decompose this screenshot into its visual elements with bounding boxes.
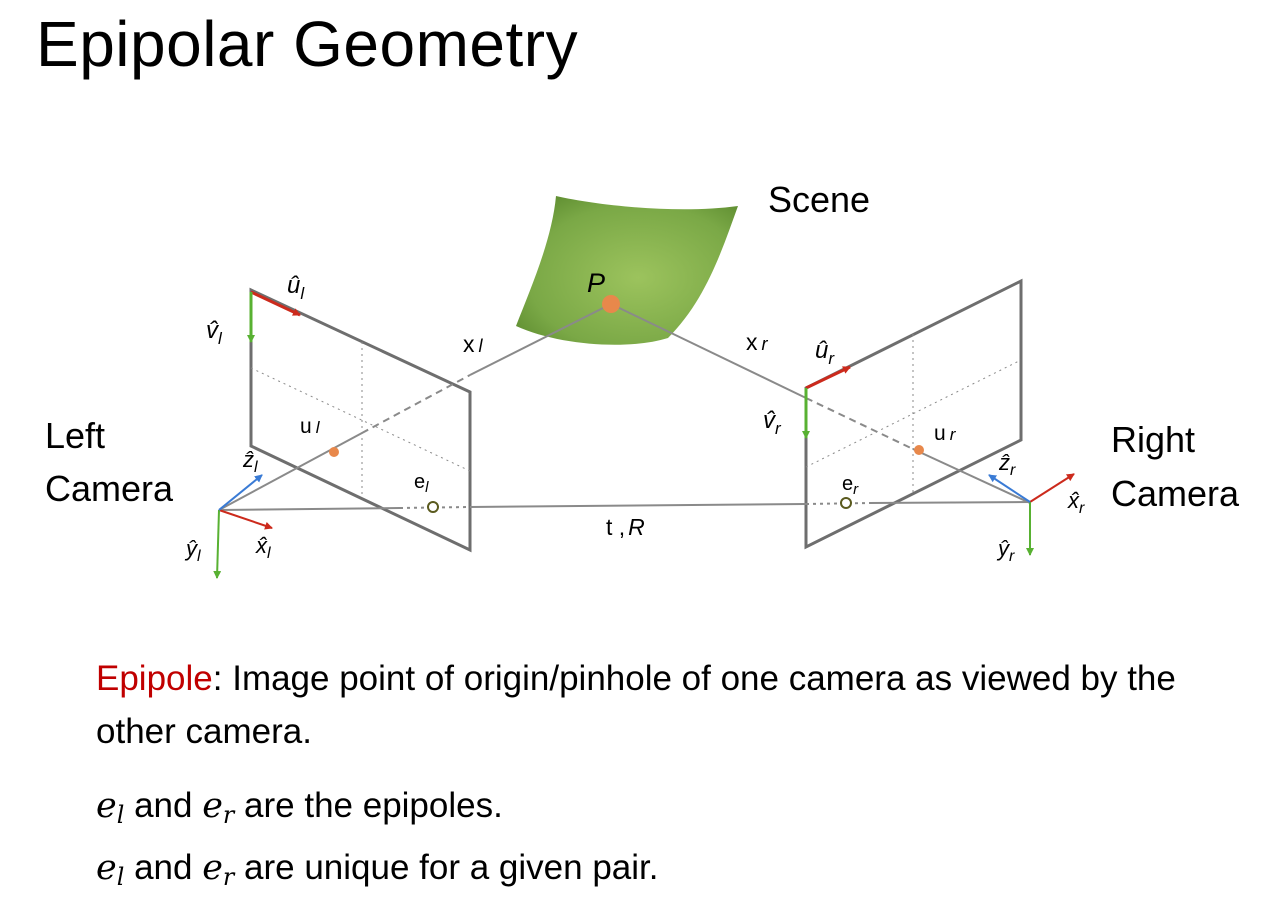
- left-camera-x-axis-arrow: [218, 509, 273, 530]
- right-camera-x-axis-arrow: [1029, 473, 1075, 503]
- left-image-plane: [249, 287, 472, 553]
- left-camera-z-axis-arrow: [218, 474, 263, 511]
- left-u-axis-arrow: [250, 290, 301, 317]
- math-er: er: [202, 848, 235, 891]
- right-image-plane: [804, 278, 1023, 550]
- right-camera-z-axis-label: ẑr: [998, 450, 1016, 479]
- baseline: [218, 501, 1031, 511]
- left-camera-y-axis-label: ŷl: [184, 536, 201, 565]
- epipole-el-label: el: [414, 471, 429, 496]
- epipole-el: [427, 501, 439, 513]
- left-v-axis-label: v̂l: [206, 317, 223, 348]
- epipole-definition: Epipole: Image point of origin/pinhole o…: [96, 652, 1236, 758]
- epipole-er-label: er: [842, 473, 859, 498]
- scene-surface: [516, 196, 738, 345]
- right-camera-y-axis-label: ŷr: [996, 536, 1015, 565]
- math-el: el: [96, 848, 125, 891]
- definition-term: Epipole: [96, 659, 213, 698]
- left-camera-label: Left Camera: [45, 415, 174, 509]
- left-camera-z-axis-label: ẑl: [242, 447, 258, 476]
- statement-epipoles: el and er are the epipoles.: [96, 786, 503, 829]
- image-point-ur: [914, 445, 924, 455]
- baseline-label: t ,R: [606, 514, 645, 540]
- epipole-er: [840, 497, 852, 509]
- right-u-axis-label: ûr: [815, 337, 835, 368]
- left-camera-x-axis-label: x̂l: [255, 533, 271, 562]
- math-el: el: [96, 786, 125, 829]
- scene-label: Scene: [768, 179, 870, 220]
- definition-text: : Image point of origin/pinhole of one c…: [96, 659, 1176, 751]
- point-p-label: P: [587, 268, 605, 298]
- right-camera-label: Right Camera: [1111, 419, 1240, 514]
- math-er: er: [202, 786, 235, 829]
- left-u-axis-label: ûl: [287, 272, 305, 303]
- right-camera-x-axis-label: x̂r: [1067, 488, 1085, 517]
- left-camera-y-axis-arrow: [213, 509, 222, 579]
- statement-unique: el and er are unique for a given pair.: [96, 848, 659, 891]
- right-v-axis-label: v̂r: [763, 407, 782, 438]
- scene-point-p: [602, 295, 620, 313]
- right-u-axis-arrow: [805, 365, 851, 390]
- projection-rays: [218, 303, 1031, 511]
- slide-title: Epipolar Geometry: [36, 8, 579, 80]
- image-point-ul: [329, 447, 339, 457]
- right-camera-z-axis-arrow: [988, 474, 1031, 503]
